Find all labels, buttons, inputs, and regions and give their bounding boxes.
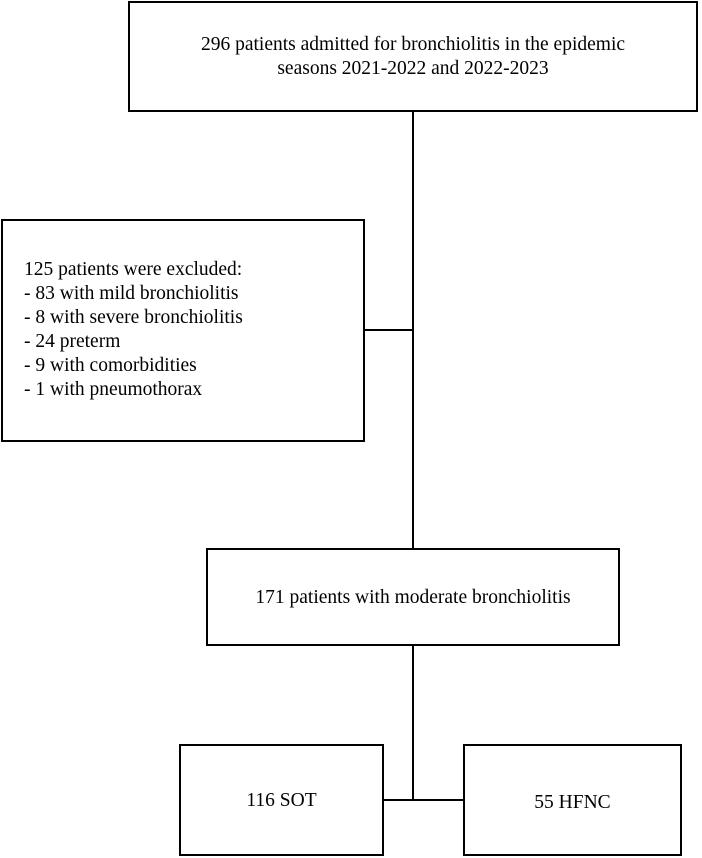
admitted-line-2: seasons 2021-2022 and 2022-2023 bbox=[277, 58, 549, 79]
excluded-item-pneumothorax: - 1 with pneumothorax bbox=[24, 379, 203, 400]
excluded-item-mild: - 83 with mild bronchiolitis bbox=[24, 283, 239, 304]
excluded-item-preterm: - 24 preterm bbox=[24, 331, 121, 352]
excluded-item-comorbidities: - 9 with comorbidities bbox=[24, 355, 197, 376]
hfnc-label: 55 HFNC bbox=[534, 792, 611, 813]
box-admitted-patients: 296 patients admitted for bronchiolitis … bbox=[128, 1, 698, 112]
sot-label: 116 SOT bbox=[246, 790, 317, 811]
connector-split-horizontal bbox=[383, 799, 464, 801]
moderate-bronchiolitis-label: 171 patients with moderate bronchiolitis bbox=[255, 587, 571, 608]
connector-top-to-middle bbox=[412, 112, 414, 549]
connector-exclusion-branch bbox=[364, 329, 413, 331]
box-sot: 116 SOT bbox=[179, 744, 384, 856]
excluded-item-severe: - 8 with severe bronchiolitis bbox=[24, 307, 243, 328]
admitted-line-1: 296 patients admitted for bronchiolitis … bbox=[200, 34, 626, 55]
box-excluded-patients: 125 patients were excluded: - 83 with mi… bbox=[1, 219, 365, 442]
excluded-heading: 125 patients were excluded: bbox=[24, 259, 243, 280]
connector-middle-to-split bbox=[412, 645, 414, 800]
box-moderate-bronchiolitis: 171 patients with moderate bronchiolitis bbox=[206, 548, 620, 646]
box-hfnc: 55 HFNC bbox=[463, 744, 682, 856]
